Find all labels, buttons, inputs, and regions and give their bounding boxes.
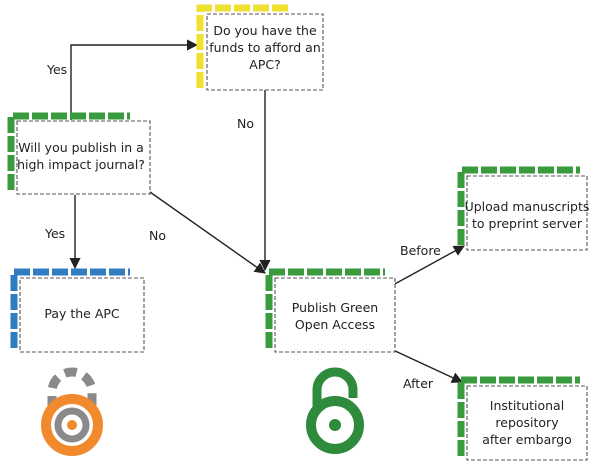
- node-pay-box: [19, 277, 145, 353]
- gold-lock-shackle: [47, 367, 97, 410]
- node-funds-line-1: Do you have the: [213, 23, 317, 38]
- node-funds-accent: [196, 4, 290, 88]
- node-pay-line-1: Pay the APC: [44, 306, 120, 321]
- node-green-oa-line-1: Publish Green: [292, 300, 378, 315]
- node-preprint-accent: [457, 166, 580, 245]
- node-repository-line-2: repository: [495, 415, 559, 430]
- green-lock-keyhole: [329, 419, 341, 431]
- green-lock-body: [306, 396, 364, 454]
- edge-greenoa-to-repository: [392, 349, 464, 383]
- node-journal-line-1: Will you publish in a: [18, 140, 144, 155]
- label-after: After: [403, 376, 434, 391]
- edge-journal-to-greenoa: [139, 184, 266, 274]
- node-funds: Do you have the funds to afford an APC?: [196, 4, 324, 91]
- gold-lock-body-mid: [54, 407, 90, 443]
- node-green-oa-accent: [265, 268, 385, 348]
- green-lock-shackle: [312, 367, 358, 408]
- node-repository-box: [466, 385, 588, 461]
- node-pay-accent: [10, 268, 130, 348]
- node-green-oa: Publish Green Open Access: [265, 268, 396, 353]
- node-preprint-box: [466, 175, 588, 251]
- label-journal-no: No: [149, 228, 166, 243]
- node-funds-line-3: APC?: [249, 57, 280, 72]
- node-funds-box: [206, 13, 324, 91]
- node-green-oa-line-2: Open Access: [295, 317, 375, 332]
- node-repository-line-1: Institutional: [490, 398, 564, 413]
- gold-lock-body-outer: [41, 394, 103, 456]
- node-pay: Pay the APC: [10, 268, 145, 353]
- node-green-oa-box: [274, 277, 396, 353]
- node-journal-line-2: high impact journal?: [17, 157, 145, 172]
- node-repository-line-3: after embargo: [482, 432, 572, 447]
- node-repository: Institutional repository after embargo: [457, 376, 588, 461]
- label-funds-no: No: [237, 116, 254, 131]
- edge-greenoa-to-preprint: [392, 245, 465, 286]
- node-funds-line-2: funds to afford an: [209, 40, 321, 55]
- node-journal-box: [16, 120, 151, 195]
- green-open-access-lock-icon: [306, 367, 364, 454]
- node-preprint-line-2: to preprint server: [472, 216, 583, 231]
- label-journal-yes-down: Yes: [44, 226, 65, 241]
- node-repository-accent: [457, 376, 580, 456]
- gold-lock-keyhole: [67, 420, 77, 430]
- node-preprint-line-1: Upload manuscripts: [465, 199, 590, 214]
- edges: [69, 39, 465, 383]
- label-before: Before: [400, 243, 441, 258]
- label-journal-yes-top: Yes: [46, 62, 67, 77]
- edge-journal-to-funds: [70, 39, 199, 120]
- node-preprint: Upload manuscripts to preprint server: [457, 166, 590, 251]
- gold-open-access-lock-icon: [41, 367, 103, 456]
- node-journal-accent: [7, 112, 130, 190]
- node-journal: Will you publish in a high impact journa…: [7, 112, 151, 195]
